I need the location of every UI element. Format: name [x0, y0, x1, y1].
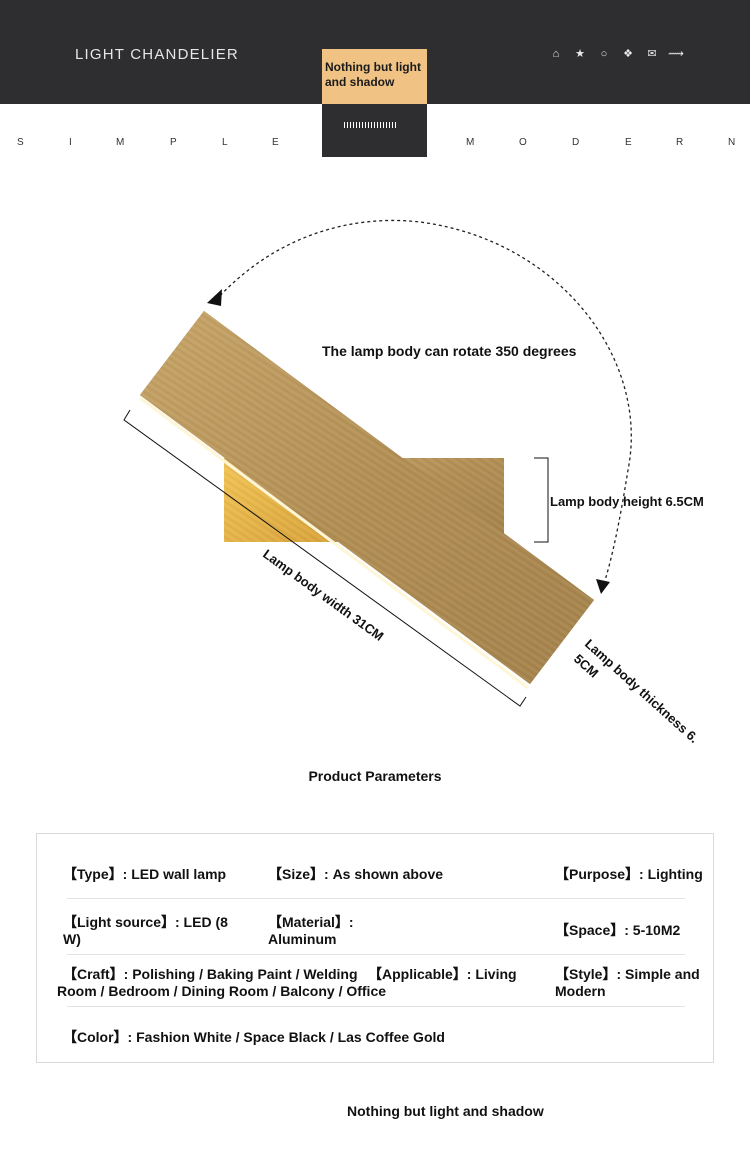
param-light-source-cont: W)	[63, 931, 81, 947]
params-title: Product Parameters	[308, 768, 442, 784]
barcode-block	[322, 104, 427, 157]
search-icon[interactable]: ○	[600, 48, 608, 60]
param-type: 【Type】: LED wall lamp	[63, 866, 227, 882]
apps-icon[interactable]: ❖	[623, 48, 633, 60]
header-icons: ⌂ ★ ○ ❖ ✉ ⟿	[544, 46, 688, 62]
letter: L	[222, 137, 228, 148]
letter: I	[69, 137, 72, 148]
param-light-source: 【Light source】: LED (8	[63, 914, 228, 930]
letter: M	[466, 137, 475, 148]
arc-arrow-bottom	[596, 579, 610, 594]
param-color: 【Color】: Fashion White / Space Black / L…	[63, 1029, 445, 1045]
barcode-icon	[344, 122, 397, 128]
tagline-badge-text: Nothing but light and shadow	[325, 60, 421, 89]
letter: R	[676, 137, 684, 148]
letter: E	[272, 137, 279, 148]
arc-arrow-top	[207, 289, 222, 306]
letter: O	[519, 137, 527, 148]
param-applicable: 【Applicable】: Living	[368, 966, 517, 982]
letter: S	[17, 137, 24, 148]
divider	[67, 1006, 685, 1007]
param-size: 【Size】: As shown above	[268, 866, 444, 882]
share-icon[interactable]: ⟿	[668, 48, 684, 60]
param-style-cont: Modern	[555, 983, 606, 999]
brand-title: LIGHT CHANDELIER	[75, 46, 239, 63]
rotate-label: The lamp body can rotate 350 degrees	[322, 343, 577, 359]
param-applicable-cont: Room / Bedroom / Dining Room / Balcony /…	[57, 983, 387, 999]
letter: M	[116, 137, 125, 148]
tagline-badge: Nothing but light and shadow	[322, 49, 427, 104]
footer-tagline: Nothing but light and shadow	[347, 1103, 544, 1119]
divider	[67, 898, 685, 899]
mail-icon[interactable]: ✉	[647, 48, 657, 60]
rotation-arc	[215, 219, 632, 591]
thickness-label-line1: Lamp body thickness 6.	[582, 636, 702, 746]
letter: D	[572, 137, 580, 148]
param-craft: 【Craft】: Polishing / Baking Paint / Weld…	[63, 966, 358, 982]
letter: P	[170, 137, 177, 148]
home-icon[interactable]: ⌂	[552, 48, 560, 60]
param-material-cont: Aluminum	[268, 931, 337, 947]
letter: N	[728, 137, 736, 148]
width-dimension-line	[123, 409, 527, 707]
param-space: 【Space】: 5-10M2	[555, 922, 681, 938]
lamp-light-strip	[139, 396, 529, 690]
star-icon[interactable]: ★	[575, 48, 585, 60]
params-table: 【Type】: LED wall lamp 【Size】: As shown a…	[36, 833, 714, 1063]
height-bracket	[534, 457, 549, 543]
param-purpose: 【Purpose】: Lighting	[555, 866, 703, 882]
letter: E	[625, 137, 632, 148]
param-material: 【Material】:	[268, 914, 354, 930]
height-label: Lamp body height 6.5CM	[550, 494, 704, 509]
param-style: 【Style】: Simple and	[555, 966, 700, 982]
lamp-diagram: Lamp body width 31CM Lamp body thickness…	[123, 219, 702, 746]
divider	[67, 954, 685, 955]
